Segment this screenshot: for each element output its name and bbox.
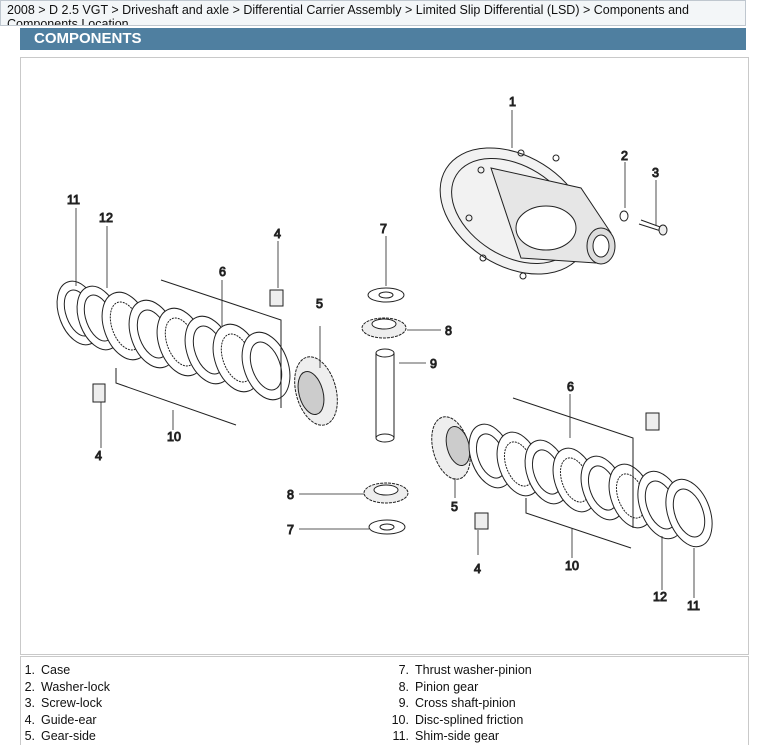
legend-item: 3. Screw-lock xyxy=(23,695,110,712)
legend-item: 9. Cross shaft-pinion xyxy=(389,695,532,712)
washer-lock-part xyxy=(619,210,629,222)
legend-number: 9. xyxy=(398,696,409,710)
right-disc-stack xyxy=(431,397,713,549)
legend-label: Shim-side gear xyxy=(415,729,500,743)
pinion-gear-bottom xyxy=(363,482,409,504)
breadcrumb: 2008 > D 2.5 VGT > Driveshaft and axle >… xyxy=(0,0,746,26)
callout-10-right: 10 xyxy=(565,559,579,573)
callout-7-top: 7 xyxy=(380,222,387,236)
exploded-diagram: 1 2 3 4 4 4 5 5 6 6 7 7 8 8 9 10 10 11 1… xyxy=(56,95,713,614)
legend-number: 1. xyxy=(24,663,35,677)
legend-label: Screw-lock xyxy=(41,696,103,710)
legend-column-left: 1. Case 2. Washer-lock 3. Screw-lock 4. Guid… xyxy=(23,662,110,745)
legend-label: Guide-ear xyxy=(41,712,97,727)
callout-6-right: 6 xyxy=(567,380,574,394)
legend-item: 2. Washer-lock xyxy=(23,679,110,696)
legend-number: 3. xyxy=(24,696,35,710)
left-disc-stack xyxy=(56,279,338,426)
callout-1: 1 xyxy=(509,95,516,109)
cross-shaft-part xyxy=(375,348,395,443)
legend-item: 5. Gear-side xyxy=(23,728,110,745)
callout-4-bottom-right: 4 xyxy=(474,562,481,576)
callout-5-left: 5 xyxy=(316,297,323,311)
legend-label: Case xyxy=(41,663,71,677)
thrust-washer-top xyxy=(367,287,405,303)
legend-label: Pinion gear xyxy=(415,679,479,694)
legend-number: 8. xyxy=(398,679,409,694)
legend-item: 1. Case xyxy=(23,662,110,679)
legend-number: 5. xyxy=(24,729,35,743)
leader-lines xyxy=(75,110,695,598)
section-title: COMPONENTS xyxy=(20,28,746,50)
thrust-washer-bottom xyxy=(368,519,406,535)
callout-8-top: 8 xyxy=(445,324,452,338)
legend-item: 7. Thrust washer-pinion xyxy=(389,662,532,679)
callout-12-left: 12 xyxy=(99,211,113,225)
legend-label: Washer-lock xyxy=(41,679,110,694)
exploded-view-figure: 1 2 3 4 4 4 5 5 6 6 7 7 8 8 9 10 10 11 1… xyxy=(20,57,749,655)
legend-number: 10. xyxy=(391,712,409,727)
callout-8-bottom: 8 xyxy=(287,488,294,502)
callout-3: 3 xyxy=(652,166,659,180)
callout-4-bottom-left: 4 xyxy=(95,449,102,463)
legend-number: 11. xyxy=(392,729,409,743)
callout-6-left: 6 xyxy=(219,265,226,279)
legend-item: 8. Pinion gear xyxy=(389,679,532,696)
legend-item: 11. Shim-side gear xyxy=(389,728,532,745)
legend-item: 10. Disc-splined friction xyxy=(389,712,532,729)
callout-9: 9 xyxy=(430,357,437,371)
callout-11-left: 11 xyxy=(67,193,80,207)
legend-number: 7. xyxy=(398,663,409,677)
callout-10-left: 10 xyxy=(167,430,181,444)
legend-label: Cross shaft-pinion xyxy=(415,696,516,710)
screw-lock-part xyxy=(638,219,668,236)
guide-ear-parts xyxy=(92,289,660,530)
callout-12-right: 12 xyxy=(653,590,667,604)
callout-2: 2 xyxy=(621,149,628,163)
legend-item: 4. Guide-ear xyxy=(23,712,110,729)
legend-label: Disc-splined friction xyxy=(415,712,524,727)
pinion-gear-top xyxy=(361,317,407,339)
legend-label: Thrust washer-pinion xyxy=(415,663,532,677)
callout-4-top-left: 4 xyxy=(274,227,281,241)
legend-column-right: 7. Thrust washer-pinion 8. Pinion gear 9. C… xyxy=(389,662,532,745)
legend-number: 2. xyxy=(24,679,35,694)
callout-11-right: 11 xyxy=(687,599,700,613)
case-part xyxy=(439,147,616,280)
legend-number: 4. xyxy=(24,712,35,727)
callout-5-right: 5 xyxy=(451,500,458,514)
components-legend: 1. Case 2. Washer-lock 3. Screw-lock 4. Guid… xyxy=(20,656,749,745)
callout-7-bottom: 7 xyxy=(287,523,294,537)
legend-label: Gear-side xyxy=(41,729,96,743)
